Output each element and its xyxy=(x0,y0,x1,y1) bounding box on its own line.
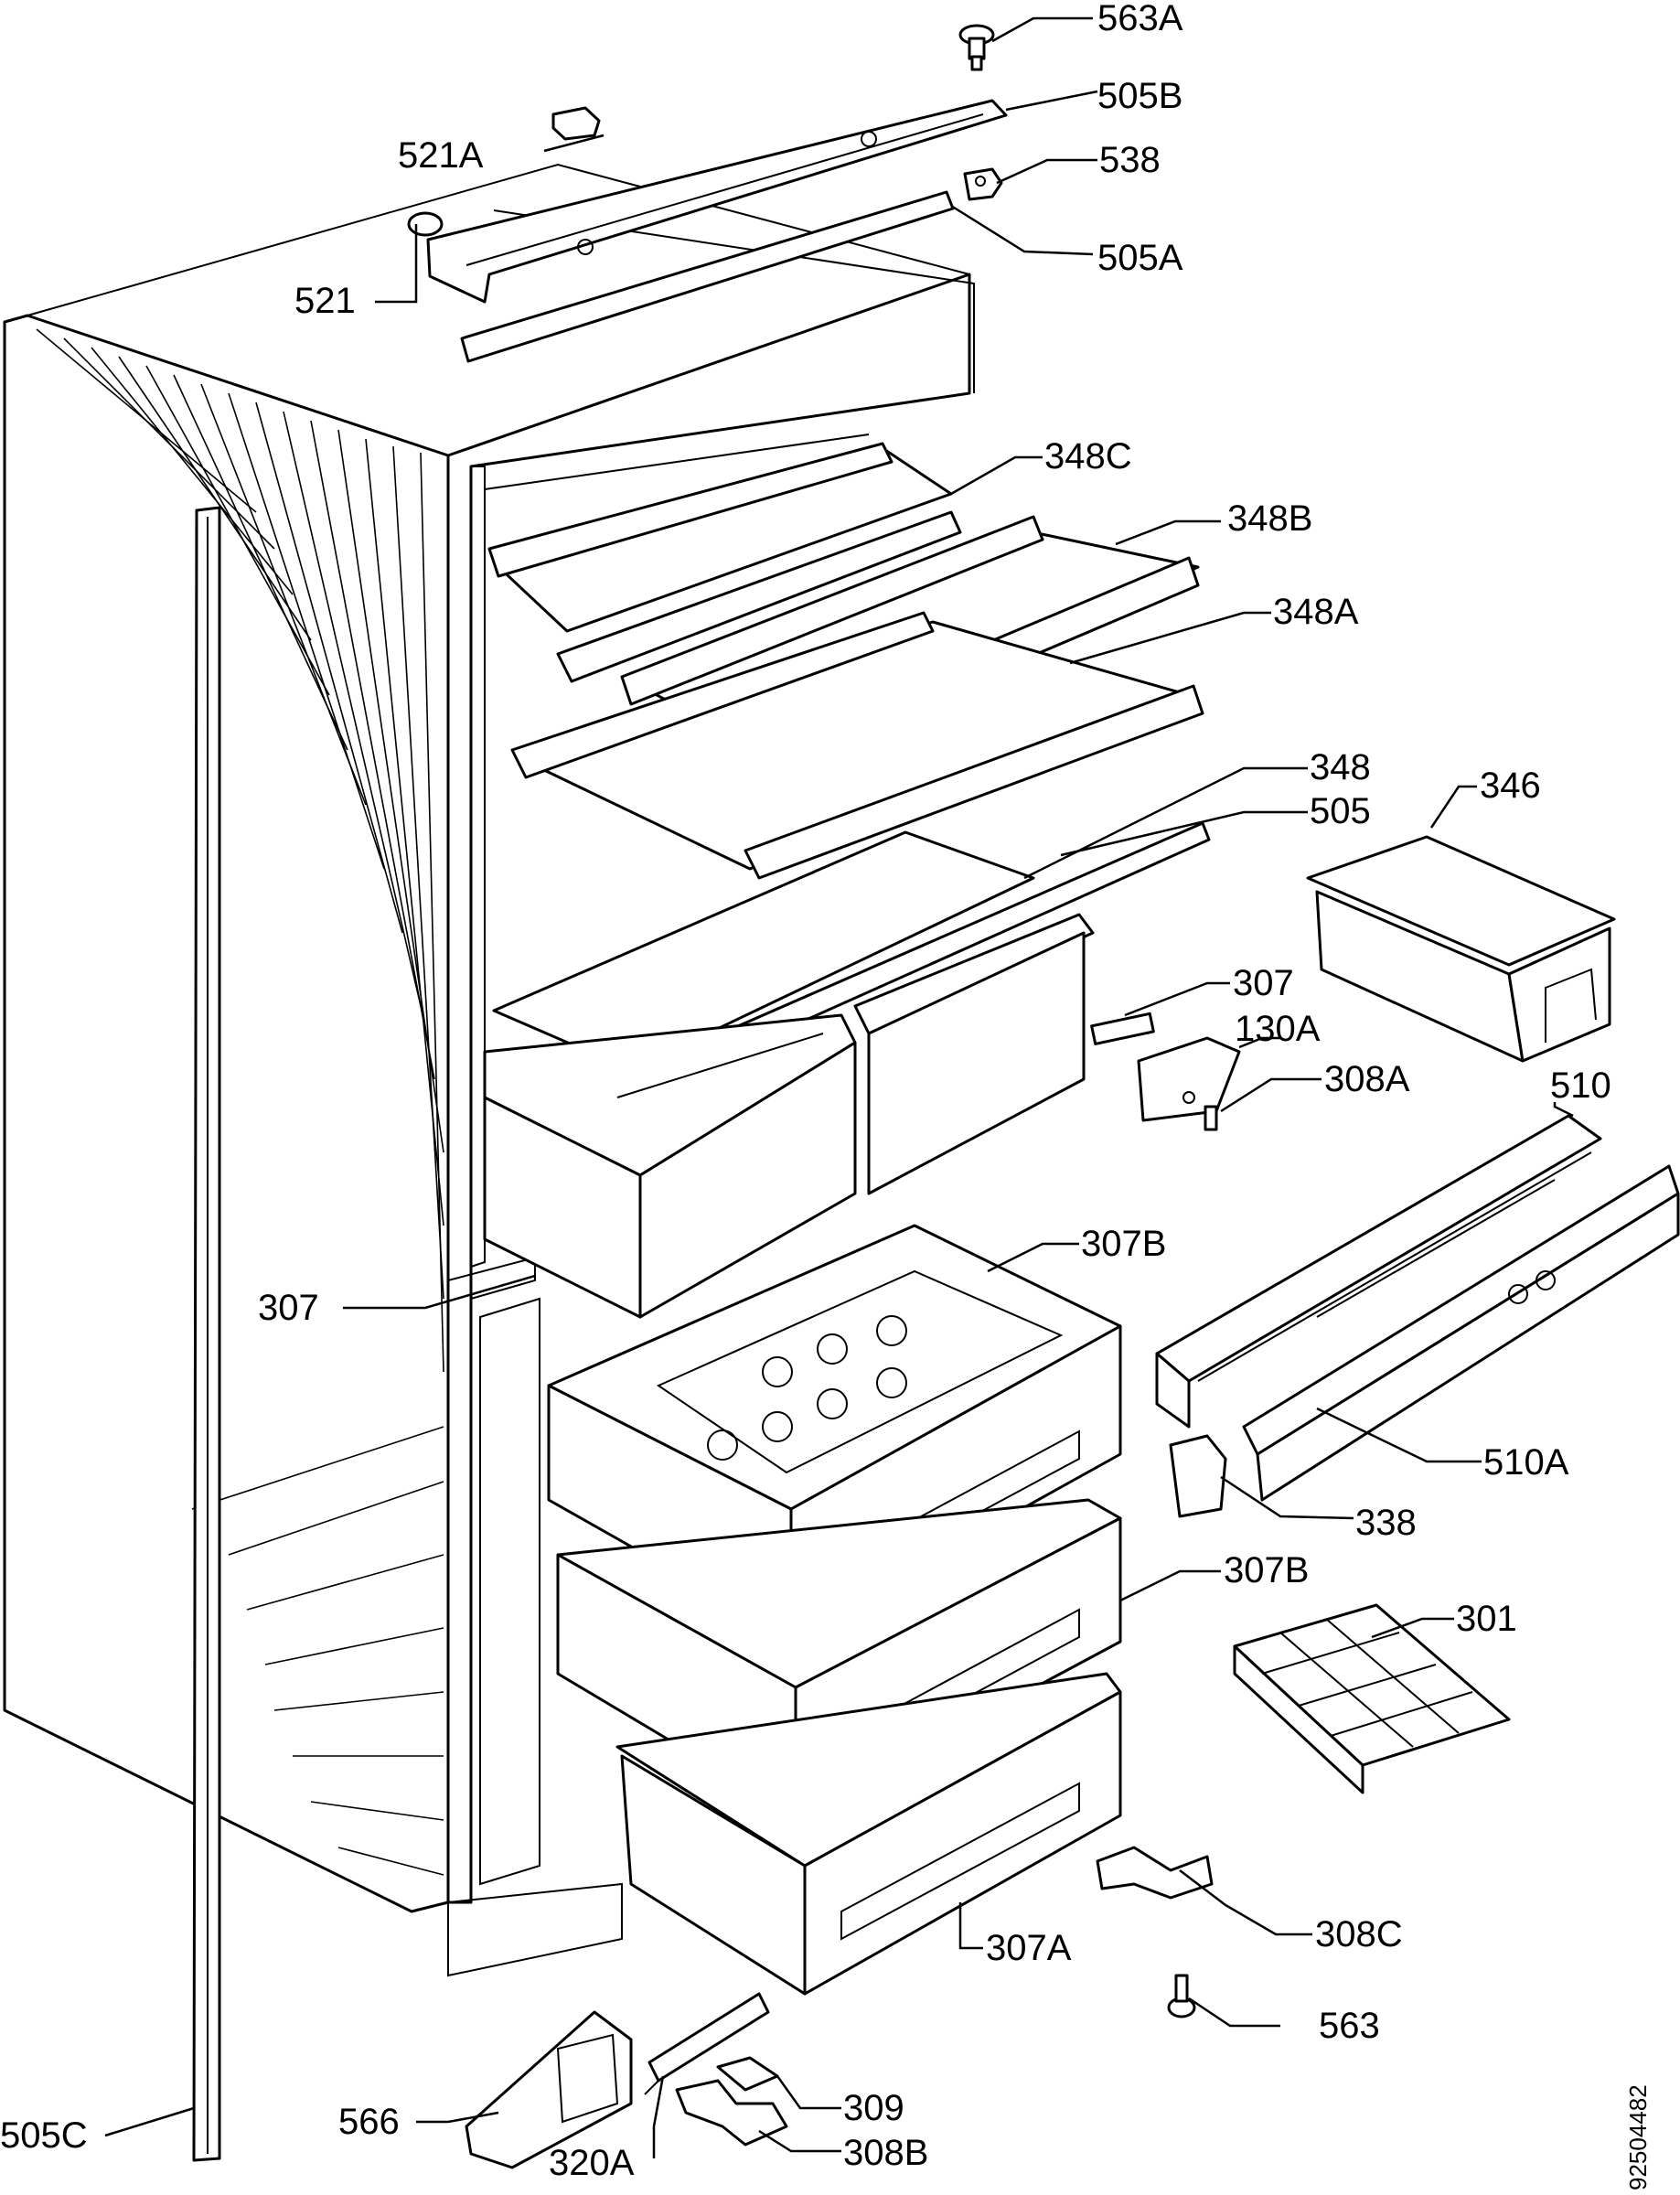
label-309: 309 xyxy=(843,2088,904,2128)
part-566 xyxy=(465,2010,633,2169)
label-307-fridge: 307 xyxy=(1233,963,1294,1003)
label-307B-middle: 307B xyxy=(1224,1550,1309,1590)
bracket-338 xyxy=(1169,1434,1227,1518)
part-130A xyxy=(1090,1012,1155,1045)
side-panel-hatching xyxy=(36,328,444,1876)
cap-521 xyxy=(407,211,444,237)
hinge-308A xyxy=(1137,1036,1241,1131)
label-538: 538 xyxy=(1099,140,1161,180)
label-505B: 505B xyxy=(1097,76,1182,116)
label-510A: 510A xyxy=(1483,1442,1569,1483)
thermostat-320A xyxy=(644,1992,770,2095)
label-563: 563 xyxy=(1319,2006,1380,2046)
label-566: 566 xyxy=(338,2102,400,2142)
control-panel-510 xyxy=(1155,1114,1602,1429)
label-505A: 505A xyxy=(1097,238,1183,278)
label-308B: 308B xyxy=(843,2133,928,2173)
hinge-308B xyxy=(675,2079,788,2147)
label-563A: 563A xyxy=(1097,0,1183,38)
freezer-drawer-bottom-307A xyxy=(615,1672,1122,1996)
label-521: 521 xyxy=(294,281,356,321)
leader-lines xyxy=(104,16,1574,2158)
light-cover-505A xyxy=(460,190,955,363)
hinge-pin-563A xyxy=(958,24,995,71)
label-320A: 320A xyxy=(549,2143,635,2183)
label-346: 346 xyxy=(1480,766,1541,806)
label-308C: 308C xyxy=(1315,1914,1403,1954)
label-348C: 348C xyxy=(1044,436,1132,476)
panel-cover-510A xyxy=(1242,1164,1680,1502)
ice-tray-301 xyxy=(1233,1603,1511,1794)
crisper-drawer-right xyxy=(853,913,1095,1195)
label-348B: 348B xyxy=(1227,498,1312,539)
label-307-freezer: 307 xyxy=(258,1288,319,1328)
refrigerator-cabinet xyxy=(3,163,975,1977)
label-130A: 130A xyxy=(1235,1009,1321,1049)
bottle-bin-346 xyxy=(1306,835,1616,1063)
part-309 xyxy=(716,2056,779,2092)
label-521A: 521A xyxy=(398,135,484,176)
shelf-348C xyxy=(487,442,962,683)
drawing-number: 92504482 xyxy=(1624,2084,1652,2190)
cap-521A xyxy=(551,106,601,141)
top-rail-505B xyxy=(426,99,1008,304)
crisper-drawer-left xyxy=(483,1013,857,1319)
label-348A: 348A xyxy=(1273,592,1359,632)
label-301: 301 xyxy=(1456,1599,1517,1639)
hinge-pin-563 xyxy=(1167,1974,1196,2018)
shelf-348A xyxy=(510,611,1204,880)
label-307B-top: 307B xyxy=(1081,1224,1166,1264)
label-510: 510 xyxy=(1550,1065,1611,1106)
label-505C: 505C xyxy=(0,2115,88,2156)
bracket-538 xyxy=(963,167,1003,201)
hinge-308C xyxy=(1096,1846,1214,1900)
label-505: 505 xyxy=(1310,791,1371,831)
label-338: 338 xyxy=(1355,1503,1417,1543)
label-308A: 308A xyxy=(1324,1059,1410,1099)
label-348: 348 xyxy=(1310,747,1371,787)
label-307A: 307A xyxy=(986,1928,1072,1968)
